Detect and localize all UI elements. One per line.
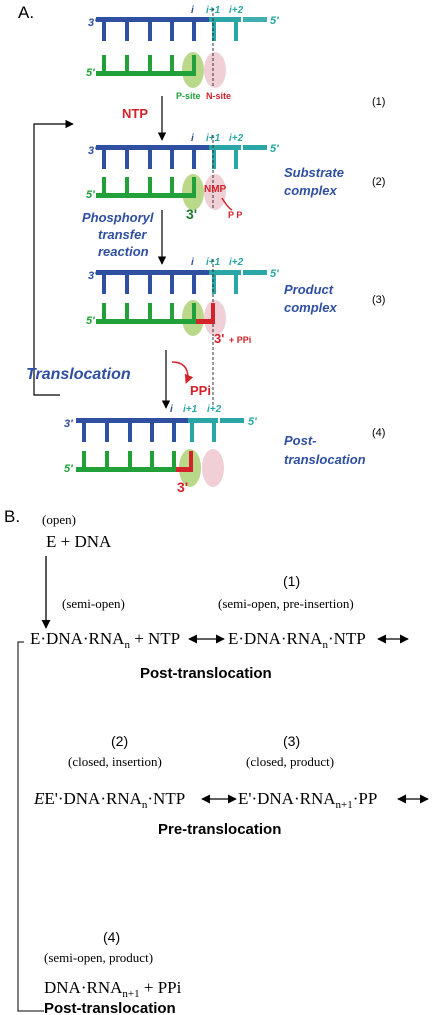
position-i1-label: i+1 [183,404,198,415]
state-3-structure: i i+1 i+2 3' 5' 5' 3' + PPi Product comp… [86,257,385,346]
phosphoryl-line1: Phosphoryl [82,210,154,225]
cycle-bracket [17,641,44,1012]
position-i1-label: i+1 [206,133,221,144]
panel-a-label: A. [18,3,34,22]
state-4-structure: i i+1 i+2 3' 5' 5' 3' Post- translocatio… [64,404,385,495]
product-3-prime: 3' [214,331,224,346]
step-1-desc: (semi-open, pre-insertion) [218,596,354,611]
substrate-complex-line2: complex [284,183,338,198]
substrate-complex-line1: Substrate [284,165,344,180]
eq3: DNA·RNAn+1 + PPi [44,978,182,1000]
state-4-number: (4) [372,427,385,439]
nmp-label: NMP [204,184,227,195]
step-2-desc: (closed, insertion) [68,754,162,769]
rna-5-prime: 5' [86,67,95,79]
plus-ppi-label: + PPi [229,335,251,345]
eq1-right: E·DNA·RNAn·NTP [228,629,366,651]
cycle-return-arrow [33,119,74,396]
position-i-label: i [191,5,194,16]
dna-3-prime: 3' [88,17,97,29]
position-i-label: i [191,257,194,268]
dna-5-prime: 5' [270,143,279,155]
phosphoryl-line2: transfer [98,227,147,242]
step-1-number: (1) [283,573,300,589]
state-3-number: (3) [372,294,385,306]
post-3-prime: 3' [177,479,188,495]
post-translocation-2: Post-translocation [44,1000,176,1015]
step-3-number: (3) [283,733,300,749]
position-i-label: i [191,133,194,144]
p-site-label: P-site [176,91,201,101]
pre-translocation: Pre-translocation [158,821,281,838]
dna-5-prime: 5' [270,15,279,27]
ppi-label: PPi [190,383,211,398]
phosphoryl-line3: reaction [98,244,149,259]
rna-5-prime: 5' [86,189,95,201]
product-complex-line1: Product [284,282,334,297]
dna-3-prime: 3' [88,270,97,282]
panel-b-label: B. [4,507,20,526]
position-i2-label: i+2 [229,5,244,16]
dna-5-prime: 5' [248,416,257,428]
post-translocation-1: Post-translocation [140,665,272,682]
step-4-desc: (semi-open, product) [44,950,153,965]
step-2-number: (2) [111,733,128,749]
eq2-left: EE'·DNA·RNAn·NTP [33,789,185,811]
eq2-left-text: E'·DNA·RNA [44,789,142,808]
state-1-structure: i i+1 i+2 3' 5' 5' P-site N-site (1) [86,5,385,108]
eq1-left: E·DNA·RNAn + NTP [30,629,180,651]
open-label: (open) [42,512,76,527]
post-translocation-line1: Post- [284,433,317,448]
position-i2-label: i+2 [207,404,222,415]
dna-3-prime: 3' [88,145,97,157]
n-site-label: N-site [206,91,231,101]
dna-3-prime: 3' [64,418,73,430]
position-i2-label: i+2 [229,133,244,144]
post-translocation-line2: translocation [284,452,366,467]
dna-5-prime: 5' [270,268,279,280]
rna-3-prime-end: 3' [186,206,197,222]
position-i-label: i [170,404,173,415]
step-4-number: (4) [103,929,120,945]
semi-open-label: (semi-open) [62,596,125,611]
n-site-marker [204,52,226,88]
translocation-label: Translocation [26,366,131,383]
e-dna-label: E + DNA [46,532,112,551]
rna-5-prime: 5' [64,463,73,475]
rna-5-prime: 5' [86,315,95,327]
position-i2-label: i+2 [229,257,244,268]
ppi-release-arrow [171,361,194,384]
state-2-structure: i i+1 i+2 3' 5' 5' NMP P P 3' Substrate … [86,133,385,222]
position-i1-label: i+1 [206,257,221,268]
step-3-desc: (closed, product) [246,754,334,769]
eq2-right: E'·DNA·RNAn+1·PP [238,789,377,811]
product-complex-line2: complex [284,300,338,315]
state-2-number: (2) [372,176,385,188]
ntp-label: NTP [122,106,148,121]
pp-label: P P [228,210,242,220]
state-1-number: (1) [372,96,385,108]
